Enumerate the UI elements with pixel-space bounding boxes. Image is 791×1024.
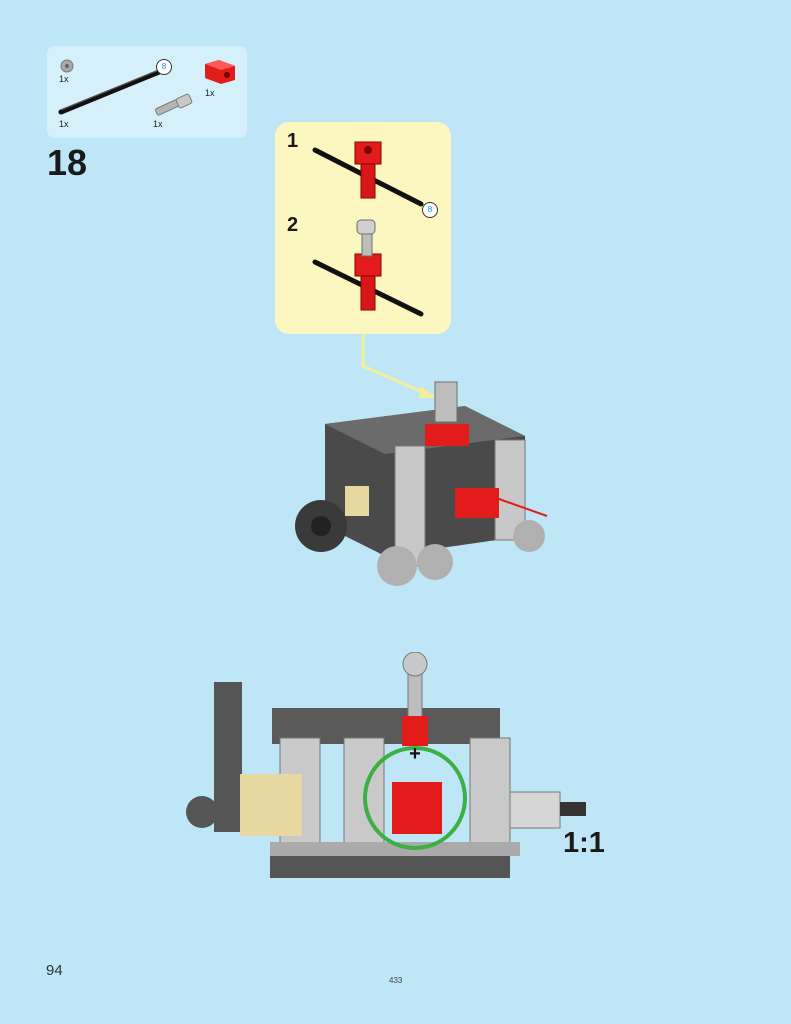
step-number: 18 bbox=[47, 142, 88, 183]
part-qty: 1x bbox=[59, 119, 69, 129]
print-code: 433 bbox=[389, 976, 403, 985]
axle-length-badge: 8 bbox=[422, 202, 438, 218]
substep-2-illustration bbox=[312, 219, 424, 317]
black-axle-icon bbox=[58, 69, 162, 115]
part-qty: 1x bbox=[153, 119, 163, 129]
scale-label: 1:1 bbox=[563, 827, 605, 859]
red-connector-block-icon bbox=[205, 60, 235, 84]
part-qty: 1x bbox=[205, 88, 215, 98]
svg-text:+: + bbox=[409, 743, 421, 765]
substep-panel: 1 8 2 bbox=[275, 122, 451, 334]
gray-bush-icon bbox=[60, 59, 74, 73]
axle-length-badge: 8 bbox=[156, 59, 172, 75]
detail-illustration: + bbox=[186, 652, 586, 878]
model-illustration bbox=[295, 381, 548, 586]
callout-arrow bbox=[361, 334, 437, 398]
gray-axle-pin-icon bbox=[155, 93, 193, 116]
page-number: 94 bbox=[46, 962, 63, 979]
substep-number: 1 bbox=[287, 130, 299, 152]
parts-list-panel: 1x 8 1x 1x 1x bbox=[47, 46, 247, 138]
part-qty: 1x bbox=[59, 74, 69, 84]
substep-number: 2 bbox=[287, 214, 299, 236]
substep-1-illustration bbox=[312, 141, 424, 207]
